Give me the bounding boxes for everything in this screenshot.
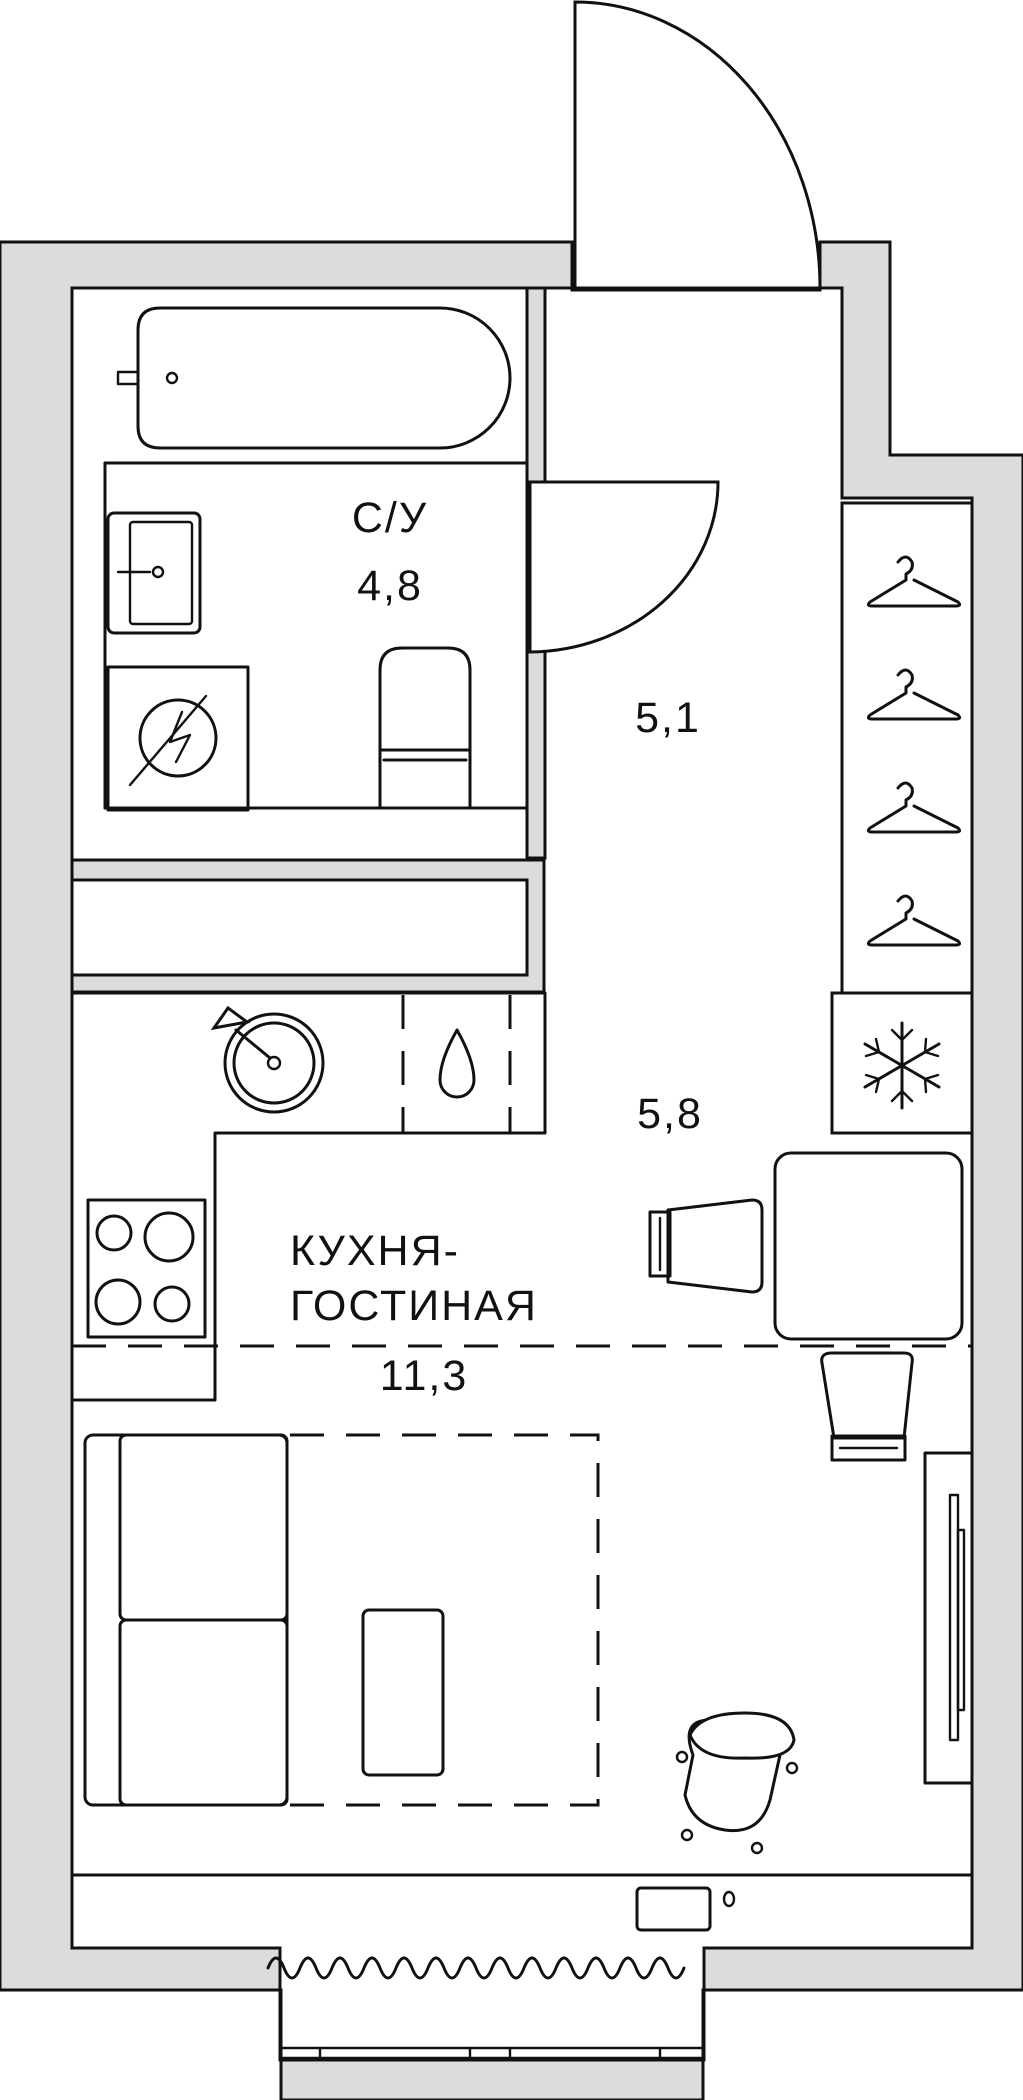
washing-machine-icon [106, 665, 250, 812]
window [279, 2046, 705, 2060]
water-drop-icon [438, 1028, 476, 1099]
dining-table [773, 1151, 964, 1341]
toilet-icon [378, 646, 472, 810]
cup-icon [722, 1890, 736, 1908]
snowflake-icon [863, 1021, 941, 1110]
wardrobe [840, 501, 974, 995]
living-name-line2: ГОСТИНАЯ [290, 1282, 538, 1330]
living-area: 11,3 [380, 1352, 469, 1400]
tv-cabinet [923, 1451, 974, 1785]
storage-niche [70, 878, 529, 977]
bathroom-area: 4,8 [357, 562, 423, 610]
radiator-icon [266, 1956, 686, 1980]
entrance-door [573, 0, 822, 290]
bathroom-name: С/У [352, 494, 428, 542]
hanger-icon [866, 781, 962, 834]
coffee-table [361, 1608, 445, 1777]
bathtub-icon [103, 306, 527, 465]
laptop-icon [635, 1886, 712, 1932]
armchair-icon [675, 1711, 799, 1855]
chair-icon [648, 1198, 764, 1294]
hanger-icon [866, 894, 962, 947]
living-name-line1: КУХНЯ- [290, 1227, 460, 1275]
outer-walls [0, 240, 1023, 2100]
bathroom-door [528, 480, 720, 654]
fridge [830, 991, 974, 1135]
chair-icon [820, 1351, 914, 1462]
stove-icon [86, 1198, 207, 1339]
kitchen-area: 5,8 [637, 1090, 703, 1138]
sofa-icon [83, 1433, 289, 1807]
hanger-icon [866, 555, 962, 608]
hall-area: 5,1 [635, 694, 701, 742]
sink-icon [106, 511, 202, 635]
kitchen-counter [70, 991, 547, 1402]
kitchen-sink-icon [210, 1005, 325, 1114]
hanger-icon [866, 668, 962, 721]
